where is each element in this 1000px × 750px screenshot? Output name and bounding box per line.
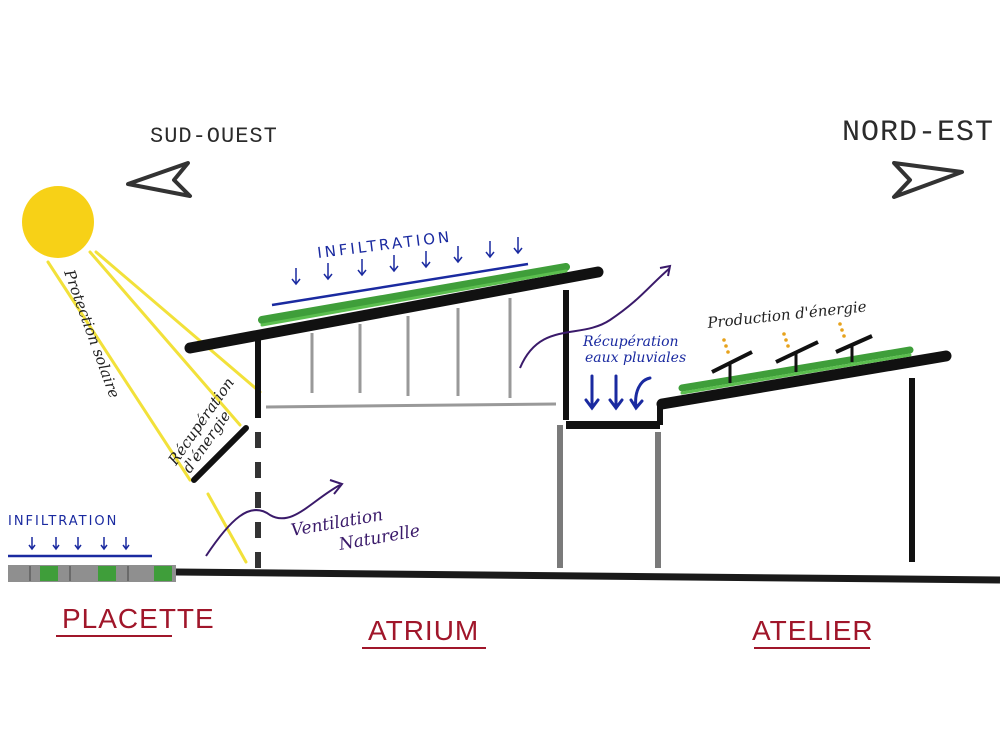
arrow-left-icon [126,161,192,198]
roof-infiltration-line [271,262,529,307]
rainwater-arrows-icon [584,374,652,411]
atrium-roof [184,263,604,354]
arrow-right-icon [892,161,964,199]
energy-panel [191,425,249,483]
roof-infiltration-label: INFILTRATION [316,228,453,262]
atrium-frame [265,298,557,409]
zone-label-atelier: ATELIER [752,615,874,646]
recuperation-eaux-label-1: Récupération [582,334,679,350]
energy-dots [722,322,846,354]
placette-infiltration-arrows-icon [28,537,130,551]
production-energie-label: Production d'énergie [706,297,868,332]
placette-paving [8,565,176,582]
sun-rays [46,250,262,564]
atelier-roof [656,346,952,410]
protection-solaire-label: Protection solaire [60,266,124,400]
roof-infiltration-arrows-icon [291,237,523,286]
orientation-left-label: SUD-OUEST [150,124,278,149]
zone-label-placette: PLACETTE [62,603,215,634]
orientation-right-label: NORD-EST [842,116,994,150]
ventilation-arrow-icon [205,479,344,557]
zone-label-atrium: ATRIUM [368,615,479,646]
sun-icon [22,186,94,258]
solar-panels-icon [711,334,873,383]
exhaust-arrow-icon [519,264,672,369]
ground-line [175,568,1000,584]
placette-infiltration-label: INFILTRATION [8,514,118,529]
recuperation-eaux-label-2: eaux pluviales [585,350,686,366]
